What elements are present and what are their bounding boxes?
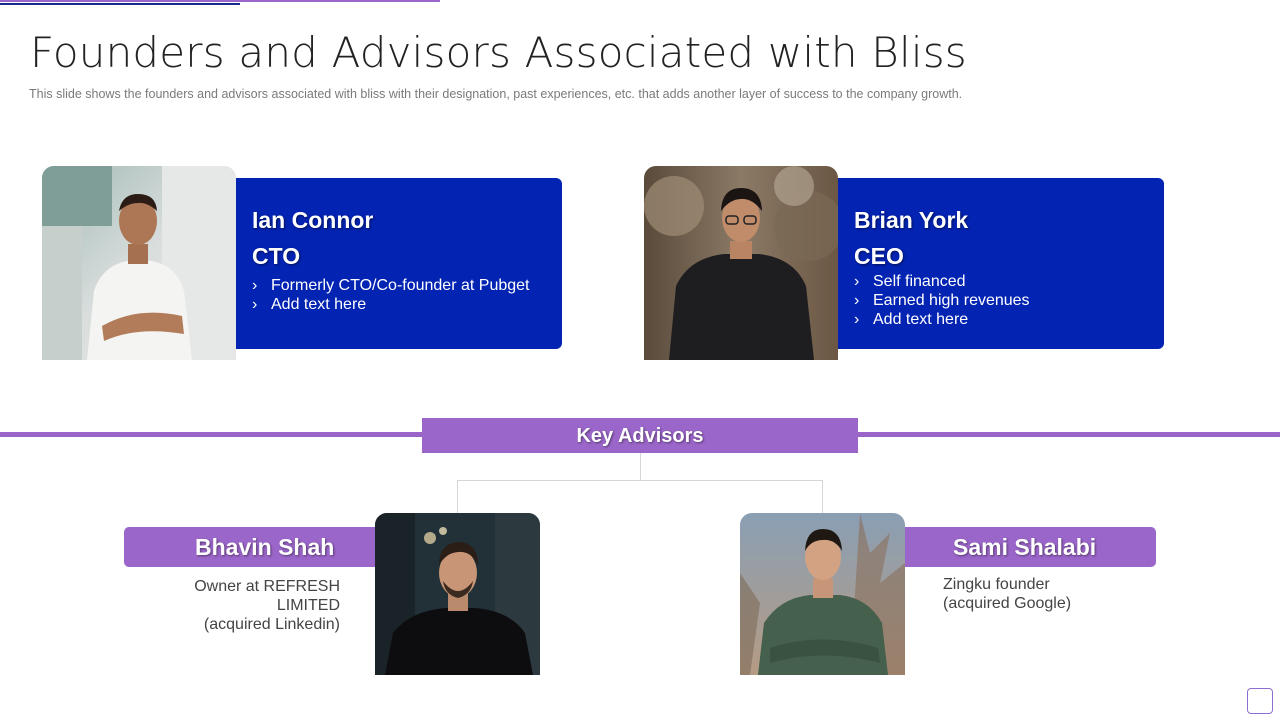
slide-corner-frame [1247,688,1273,714]
founder-experience-item: Add text here [854,310,1148,329]
founder-card-ian-connor: Ian Connor CTO Formerly CTO/Co-founder a… [236,178,562,349]
slide-title: Founders and Advisors Associated with Bl… [30,28,967,77]
advisor-description-line: LIMITED [276,597,340,614]
top-accent-line-purple [0,0,440,2]
connector-line-right [822,480,823,513]
advisor-description-line: (acquired Linkedin) [203,616,340,633]
founder-photo-ian-connor [42,166,236,360]
advisor-photo-sami-shalabi [740,513,905,675]
founder-role: CEO [854,243,904,269]
founder-role: CTO [252,243,301,269]
founder-experience-list: Formerly CTO/Co-founder at Pubget Add te… [252,276,546,314]
advisor-description: Owner at REFRESH LIMITED (acquired Linke… [160,577,340,634]
advisor-name-tag: Bhavin Shah [124,527,375,567]
founder-experience-item: Earned high revenues [854,291,1148,310]
advisor-photo-bhavin-shah [375,513,540,675]
connector-line-left [457,480,458,513]
founder-experience-item: Add text here [252,295,546,314]
connector-line-horizontal [457,480,823,481]
slide-subtitle: This slide shows the founders and adviso… [29,87,963,101]
advisor-description-line: Owner at REFRESH [194,578,340,595]
advisor-name-tag: Sami Shalabi [905,527,1156,567]
founder-experience-item: Formerly CTO/Co-founder at Pubget [252,276,546,295]
founder-card-brian-york: Brian York CEO Self financed Earned high… [838,178,1164,349]
key-advisors-heading: Key Advisors [422,418,858,453]
advisor-description-line: Zingku founder [943,576,1050,593]
founder-name: Ian Connor [252,207,374,233]
founder-experience-item: Self financed [854,272,1148,291]
founder-experience-list: Self financed Earned high revenues Add t… [854,272,1148,329]
advisor-description-line: (acquired Google) [943,595,1072,612]
connector-line-vertical [640,453,641,480]
founder-name: Brian York [854,207,969,233]
founder-photo-brian-york [644,166,838,360]
advisor-description: Zingku founder (acquired Google) [943,575,1163,613]
top-accent-line-blue [0,3,240,5]
